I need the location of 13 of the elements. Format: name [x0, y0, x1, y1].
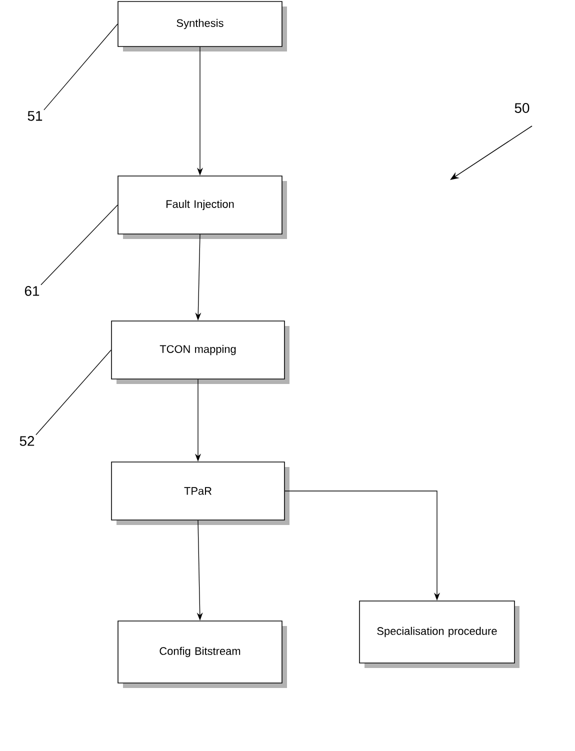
leader-line	[40, 204, 118, 286]
process-box: Specialisation procedure	[359, 600, 520, 668]
process-box: Config Bitstream	[118, 620, 287, 688]
process-box: TCON mapping	[111, 320, 290, 384]
process-box: Synthesis	[118, 1, 287, 52]
leader-line	[44, 24, 118, 110]
leader-line	[36, 350, 112, 436]
process-box: Fault Injection	[118, 176, 287, 239]
reference-number: 50	[514, 103, 530, 113]
callout-number: 61	[24, 286, 40, 296]
process-box: TPaR	[111, 462, 290, 525]
callout-number: 51	[28, 111, 42, 121]
callout-number: 52	[20, 436, 34, 446]
